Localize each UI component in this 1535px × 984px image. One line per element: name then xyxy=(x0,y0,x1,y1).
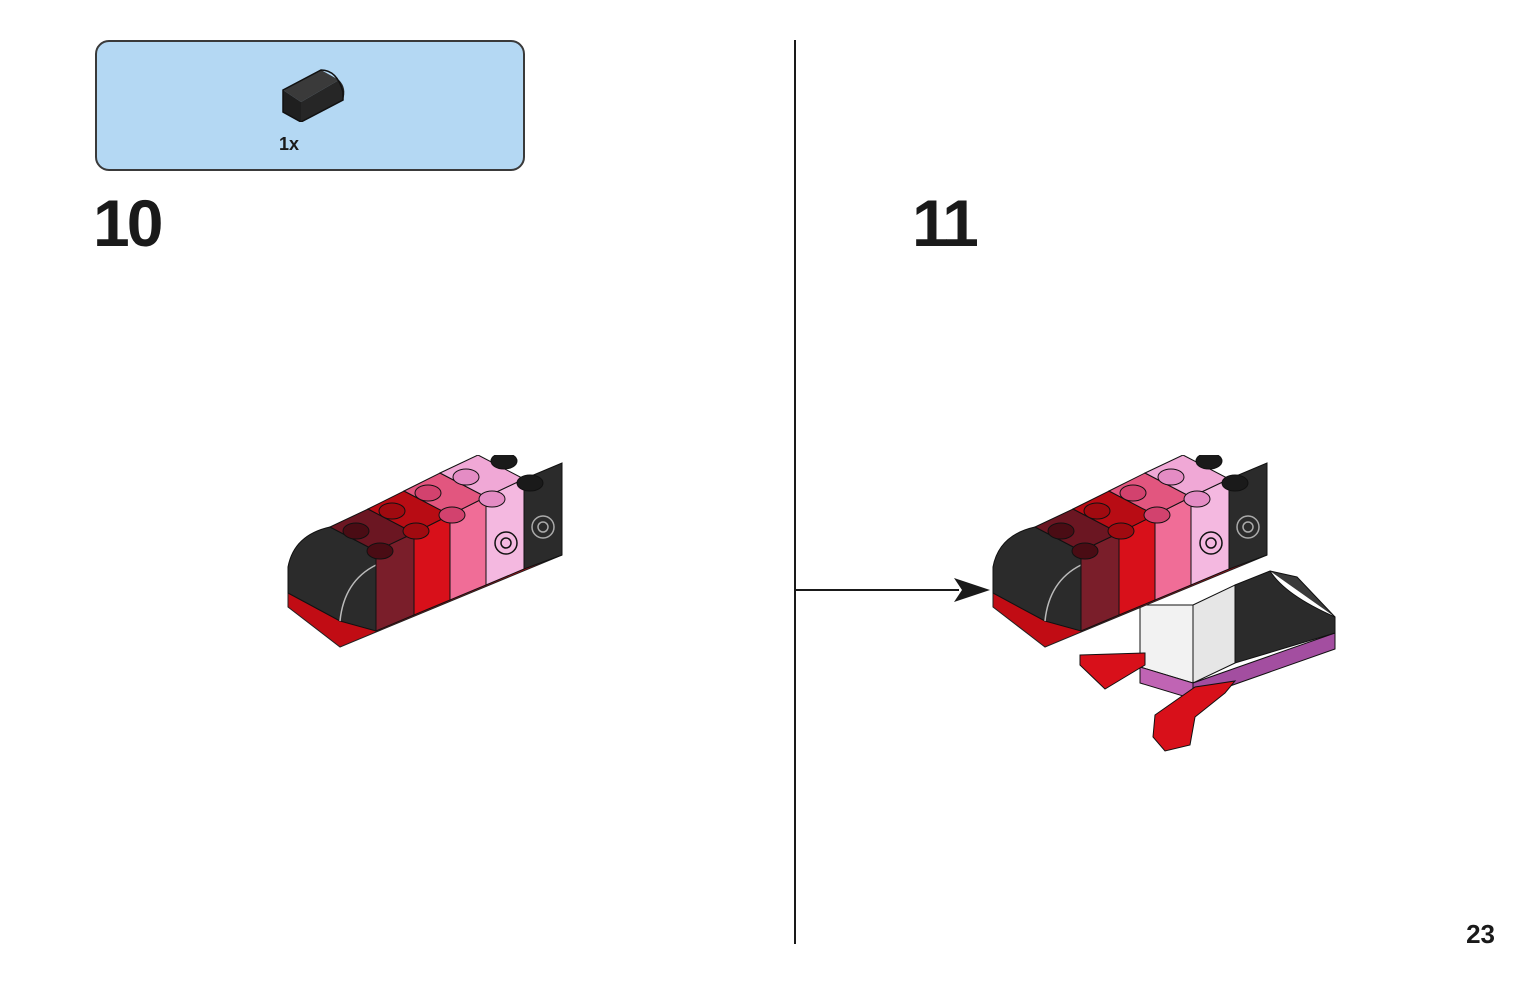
part-quantity: 1x xyxy=(279,134,300,154)
step-number-11: 11 xyxy=(912,186,979,260)
curved-slope-brick-icon xyxy=(282,69,345,122)
step-10-model-illustration xyxy=(287,455,563,648)
parts-callout-box: 1x xyxy=(95,40,525,171)
step-divider xyxy=(794,40,796,944)
step-11-model-illustration xyxy=(992,455,1336,752)
arrow-right-icon xyxy=(794,578,990,602)
page-number: 23 xyxy=(1466,919,1495,949)
step-number-10: 10 xyxy=(93,186,163,260)
